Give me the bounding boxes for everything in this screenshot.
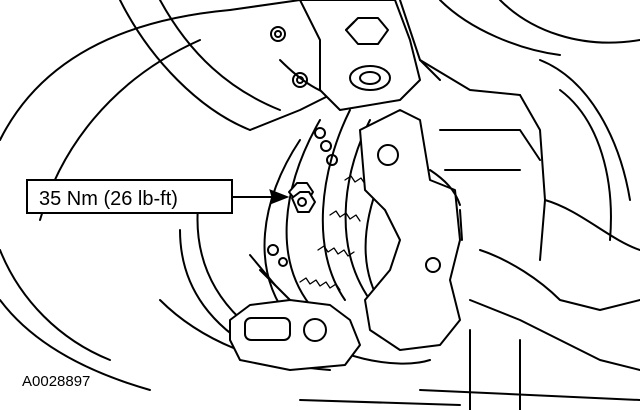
starter-bracket (359, 109, 463, 351)
housing-bolts (270, 26, 308, 88)
torque-bolt (288, 182, 316, 213)
upper-bracket (299, 0, 421, 111)
figure-id: A0028897 (22, 373, 90, 390)
torque-callout: 35 Nm (26 lb-ft) (26, 179, 233, 214)
callout-box (26, 179, 233, 214)
callout-arrow (231, 189, 290, 205)
torque-label: 35 Nm (26 lb-ft) (39, 188, 178, 210)
lower-bracket (229, 254, 361, 371)
